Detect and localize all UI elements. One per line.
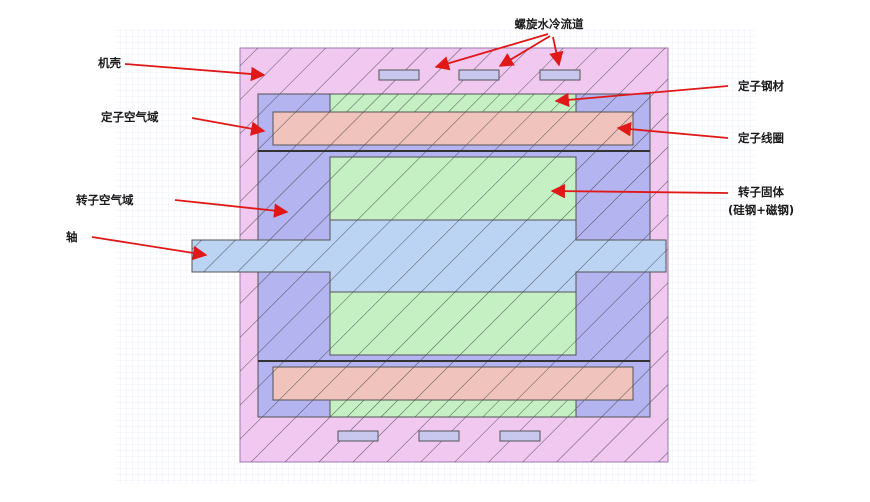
label-stator-coil: 定子线圈 <box>738 131 784 145</box>
stator-coils <box>272 111 634 401</box>
arrow-stator-air <box>191 117 266 136</box>
arrow-housing <box>124 63 266 82</box>
label-rotor-solid: 转子固体 <box>738 185 784 199</box>
cooling-channels <box>337 69 581 442</box>
label-stator-air-domain: 定子空气域 <box>101 110 159 124</box>
arrow-cooling-3 <box>549 36 564 67</box>
cooling-channel-bottom-1 <box>337 430 379 442</box>
arrow-shaft <box>91 236 208 261</box>
label-rotor-solid-sub: (硅钢+磁钢) <box>728 203 794 217</box>
arrow-stator-coil <box>616 122 729 139</box>
arrow-rotor-air <box>174 199 289 218</box>
arrow-cooling-2 <box>498 35 551 67</box>
annotation-arrows <box>91 33 729 261</box>
stator-steel <box>329 93 577 418</box>
cooling-channel-top-3 <box>539 69 581 81</box>
cooling-channel-top-1 <box>378 69 420 81</box>
label-stator-steel: 定子钢材 <box>738 79 784 93</box>
cooling-channel-bottom-2 <box>418 430 460 442</box>
arrow-rotor-solid <box>550 183 729 199</box>
rotor-solid <box>329 156 577 356</box>
label-shaft: 轴 <box>66 230 78 244</box>
cooling-channel-top-2 <box>458 69 500 81</box>
shaft <box>191 219 667 293</box>
cooling-channel-bottom-3 <box>499 430 541 442</box>
label-rotor-air-domain: 转子空气域 <box>76 193 134 207</box>
label-housing: 机壳 <box>98 56 121 70</box>
arrow-cooling-1 <box>434 33 549 71</box>
arrow-stator-steel <box>554 85 729 108</box>
label-cooling-channel: 螺旋水冷流道 <box>515 17 584 31</box>
